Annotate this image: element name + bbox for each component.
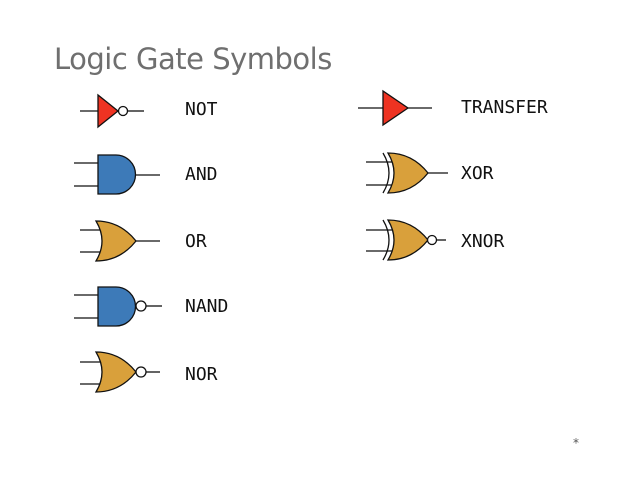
gate-label-and: AND (185, 164, 218, 185)
transfer-gate-icon (358, 89, 432, 127)
page-title: Logic Gate Symbols (54, 42, 332, 76)
gate-label-xor: XOR (461, 163, 494, 184)
gate-label-nand: NAND (185, 296, 229, 317)
and-gate-icon (74, 154, 160, 195)
nand-gate-icon (74, 286, 162, 327)
gate-label-transfer: TRANSFER (461, 97, 548, 118)
gate-label-or: OR (185, 231, 207, 252)
not-gate-icon (80, 93, 144, 129)
slide-footnote: * (573, 436, 579, 450)
gate-label-not: NOT (185, 99, 218, 120)
nor-gate-icon (80, 351, 160, 393)
xor-gate-icon (366, 152, 448, 194)
xnor-gate-icon (366, 219, 446, 261)
gate-label-xnor: XNOR (461, 231, 505, 252)
gate-label-nor: NOR (185, 364, 218, 385)
or-gate-icon (80, 220, 160, 262)
